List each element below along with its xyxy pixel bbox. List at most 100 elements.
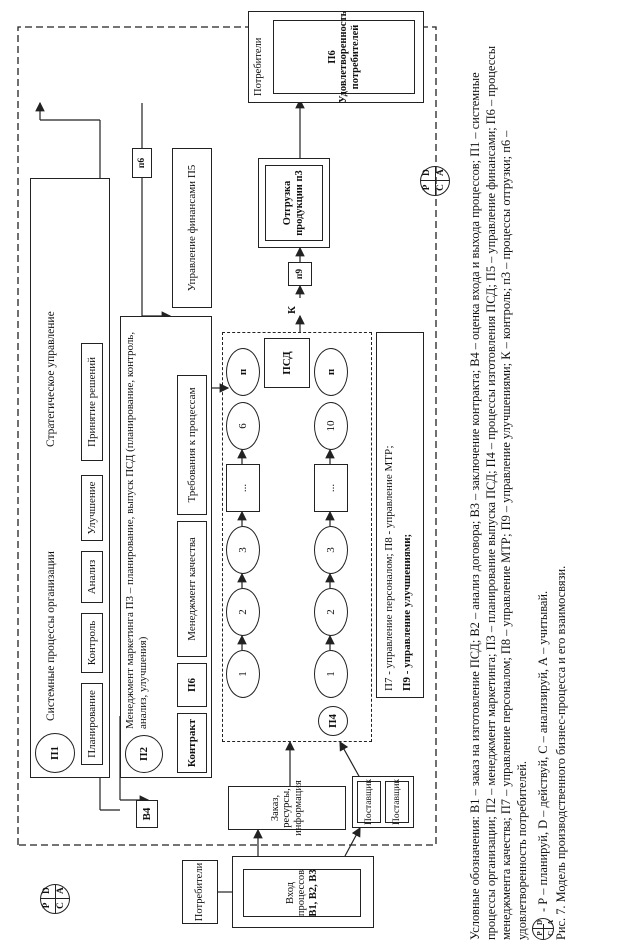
p1-code-circle: П1 — [35, 733, 75, 773]
supplier-label-2: Поставщик — [391, 778, 402, 826]
order-resources-box: Заказ, ресурсы, информация — [228, 780, 346, 836]
k-label: К — [286, 306, 298, 314]
supplier-box: Поставщик Поставщик — [352, 776, 414, 828]
p7-line1: П7 - управление персоналом; П8 - управле… — [383, 445, 395, 691]
p2-code: П2 — [137, 746, 150, 762]
p4-row2-step-2: 2 — [314, 588, 348, 636]
pdca-circle-right: P D C A — [420, 166, 450, 196]
p1-item-improvement: Улучшение — [81, 475, 103, 541]
p4-row1-step-dots: ... — [226, 464, 260, 512]
legend-intro: Условные обозначения: В1 – заказ на изго… — [468, 45, 529, 940]
p1-item-analysis: Анализ — [81, 551, 103, 603]
p4-step-label: 2 — [324, 609, 337, 615]
legend-pdca-icon: P D C A — [532, 913, 555, 940]
pdca-a: A — [56, 887, 66, 894]
p4-row1-step-3: 3 — [226, 526, 260, 574]
finance-label: Управление финансами П5 — [185, 164, 198, 292]
legend-pdca-text: - Р – планируй, D – действуй, С – анализ… — [535, 590, 550, 912]
consumer-left-label: Потребители — [194, 862, 206, 922]
p1-item-control: Контроль — [81, 613, 103, 673]
process-input-box: Вход процессов В1, В2, В3 — [232, 856, 374, 928]
p6-small-box: п6 — [132, 148, 152, 178]
p4-row2-step-dots: ... — [314, 464, 348, 512]
p4-code: П4 — [326, 713, 339, 729]
p4-row2-step-n: п — [314, 348, 348, 396]
satisfaction-label: П6 Удовлетворенность потребителей — [326, 10, 361, 104]
p2-title: Менеджмент маркетинга П3 – планирование,… — [124, 331, 149, 729]
order-resources-label: Заказ, ресурсы, информация — [269, 780, 304, 836]
p1-item-label: Принятие решений — [85, 357, 98, 447]
contract-label: Контракт — [185, 718, 198, 768]
p4-step-label: 3 — [236, 547, 249, 553]
figure-caption: Рис. 7. Модель производственного бизнес-… — [554, 565, 569, 940]
p1-item-label: Улучшение — [85, 481, 98, 535]
p1-title: Системные процессы организации — [45, 551, 57, 721]
legend-pdca-c: C — [547, 930, 556, 937]
p2-box: П2 Менеджмент маркетинга П3 – планирован… — [120, 316, 212, 778]
process-input-title: Вход процессов — [284, 869, 308, 917]
pdca-p: P — [42, 902, 52, 909]
pdca-d: D — [422, 169, 432, 176]
consumer-right-label: Потребители — [253, 37, 264, 96]
process-input-codes: В1, В2, В3 — [307, 869, 319, 917]
pdca-circle-left: P D C A — [40, 884, 70, 914]
psd-box: ПСД — [264, 338, 310, 388]
quality-label: Менеджмент качества — [185, 537, 198, 641]
p4-step-label: 2 — [236, 609, 249, 615]
p6-small-label: п6 — [136, 157, 147, 169]
p1-box: П1 Системные процессы организации Страте… — [30, 178, 110, 778]
p4-row1-step-2: 2 — [226, 588, 260, 636]
p1-item-label: Планирование — [85, 690, 98, 758]
pdca-a: A — [436, 169, 446, 176]
p4-row2-step-3: 3 — [314, 526, 348, 574]
legend-pdca-a: A — [547, 919, 556, 926]
p4-step-label: 6 — [236, 423, 249, 429]
requirements-box: Требования к процессам — [177, 375, 207, 515]
p4-step-label: п — [236, 368, 249, 376]
p6-label: П6 — [185, 677, 198, 693]
p4-row1-step-6: 6 — [226, 402, 260, 450]
p4-step-label: 1 — [324, 671, 337, 677]
p1-item-planning: Планирование — [81, 683, 103, 765]
consumer-left-box: Потребители — [182, 860, 218, 924]
p4-step-label: ... — [236, 483, 249, 493]
connector-lines — [17, 26, 437, 893]
p4-step-label: 10 — [324, 420, 337, 432]
shipping-label: Отгрузка продукции п3 — [282, 170, 305, 236]
p1-item-label: Контроль — [85, 620, 98, 666]
pdca-p: P — [422, 184, 432, 191]
p4-step-label: ... — [324, 483, 337, 493]
p2-code-circle: П2 — [125, 735, 163, 773]
p7-line2: П9 - управление улучшениями; — [401, 533, 413, 691]
supplier-label-1: Поставщик — [363, 778, 374, 826]
p4-row2-step-10: 10 — [314, 402, 348, 450]
b4-label: В4 — [140, 807, 153, 821]
pdca-c: C — [436, 184, 446, 191]
p1-code: П1 — [48, 745, 61, 761]
p1-item-label: Анализ — [85, 559, 98, 595]
contract-box: Контракт — [177, 713, 207, 773]
p4-row2-step-1: 1 — [314, 650, 348, 698]
p9-label: п9 — [294, 268, 305, 280]
quality-box: Менеджмент качества — [177, 521, 207, 657]
p6-box: П6 — [177, 663, 207, 707]
requirements-label: Требования к процессам — [185, 387, 198, 503]
psd-label: ПСД — [280, 351, 293, 375]
p4-row1-step-n: п — [226, 348, 260, 396]
finance-box: Управление финансами П5 — [172, 148, 212, 308]
p4-step-label: 1 — [236, 671, 249, 677]
pdca-c: C — [56, 902, 66, 909]
p9-box: п9 — [288, 262, 312, 286]
p4-code-circle: П4 — [318, 706, 348, 736]
p7-box: П7 - управление персоналом; П8 - управле… — [376, 332, 424, 698]
legend: Условные обозначения: В1 – заказ на изго… — [468, 40, 570, 940]
shipping-box: Отгрузка продукции п3 — [258, 158, 330, 248]
pdca-d: D — [42, 887, 52, 894]
p1-item-decisions: Принятие решений — [81, 343, 103, 461]
b4-box: В4 — [136, 800, 158, 828]
p4-step-label: п — [324, 368, 337, 376]
p4-row1-step-1: 1 — [226, 650, 260, 698]
p4-step-label: 3 — [324, 547, 337, 553]
